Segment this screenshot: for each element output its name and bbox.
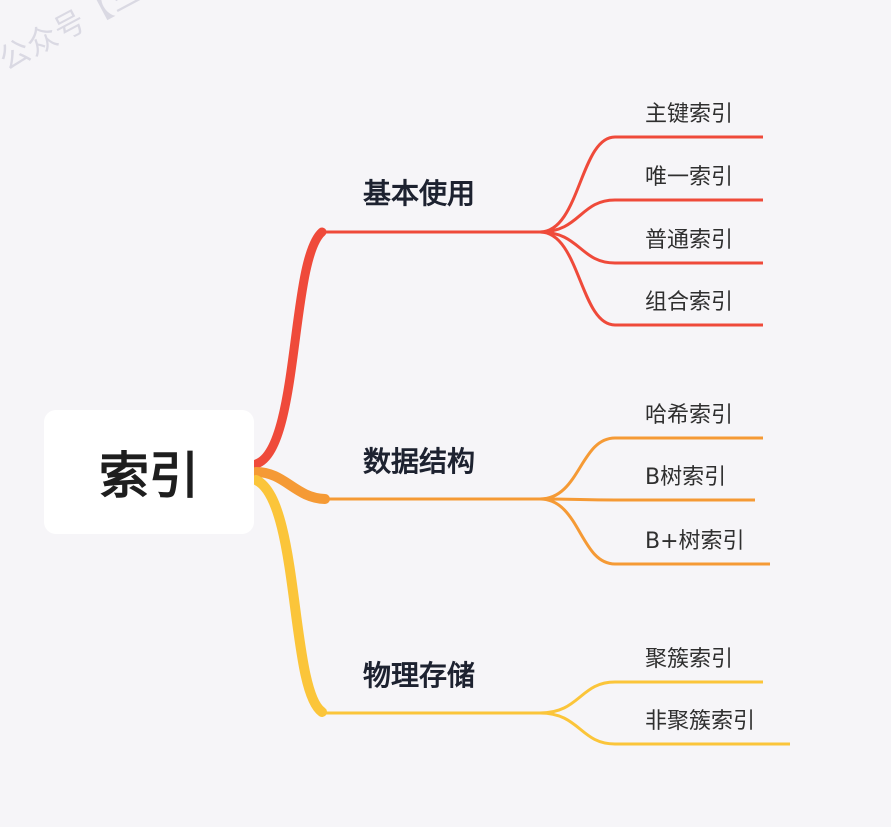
- root-node-label: 索引: [99, 447, 199, 505]
- root-node[interactable]: 索引: [44, 410, 254, 534]
- leaf-connector: [539, 230, 763, 265]
- branch-node-basic-usage[interactable]: 基本使用: [363, 177, 476, 210]
- leaf-node[interactable]: B树索引: [645, 465, 727, 490]
- trunk-connector-physical-storage: [251, 475, 327, 717]
- leaf-connector: [539, 230, 763, 327]
- leaf-connector: [539, 436, 763, 501]
- leaf-connector: [539, 135, 763, 234]
- leaf-connector: [539, 497, 755, 502]
- leaf-node[interactable]: 聚簇索引: [645, 647, 734, 672]
- leaf-node[interactable]: 组合索引: [645, 290, 734, 315]
- leaf-connector: [539, 680, 763, 715]
- leaf-connector: [539, 711, 790, 746]
- leaf-node[interactable]: B+树索引: [645, 529, 745, 554]
- trunk-connector-data-structure: [251, 467, 330, 504]
- leaf-node[interactable]: 普通索引: [645, 228, 734, 253]
- leaf-node[interactable]: 唯一索引: [645, 165, 734, 190]
- branch-node-physical-storage[interactable]: 物理存储: [363, 659, 476, 692]
- leaf-node[interactable]: 主键索引: [645, 102, 734, 127]
- leaf-node[interactable]: 哈希索引: [645, 403, 734, 428]
- leaf-connector: [539, 497, 770, 566]
- trunk-connector-basic-usage: [251, 227, 327, 469]
- leaf-connector: [539, 198, 763, 234]
- branch-node-data-structure[interactable]: 数据结构: [363, 445, 476, 478]
- leaf-node[interactable]: 非聚簇索引: [645, 709, 756, 734]
